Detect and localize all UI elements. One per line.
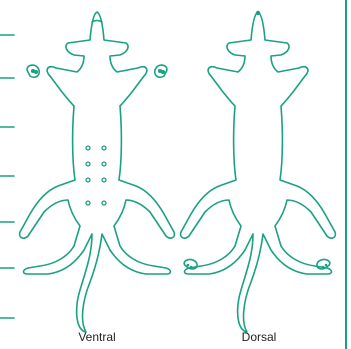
ventral-markings xyxy=(32,70,165,205)
paw-dot xyxy=(325,264,328,267)
nose-dot xyxy=(256,11,260,15)
dorsal-mouse-outline xyxy=(181,12,336,332)
nipple-dot xyxy=(102,162,106,166)
paw-dot xyxy=(162,71,165,74)
paw-dot xyxy=(190,266,193,269)
ventral-mouse-outline xyxy=(20,12,175,332)
nipple-dot xyxy=(86,178,90,182)
dorsal-label: Dorsal xyxy=(219,330,299,344)
paw-dot xyxy=(322,266,325,269)
paw-dot xyxy=(35,71,38,74)
ventral-label: Ventral xyxy=(57,330,137,344)
left-marker-lines xyxy=(0,35,14,318)
nipple-dot xyxy=(86,201,90,205)
nipple-dot xyxy=(102,146,106,150)
nipple-dot xyxy=(102,178,106,182)
nipple-dot xyxy=(86,162,90,166)
dorsal-markings xyxy=(187,11,328,269)
paw-dot xyxy=(187,264,190,267)
nipple-dot xyxy=(102,201,106,205)
nipple-dot xyxy=(86,146,90,150)
